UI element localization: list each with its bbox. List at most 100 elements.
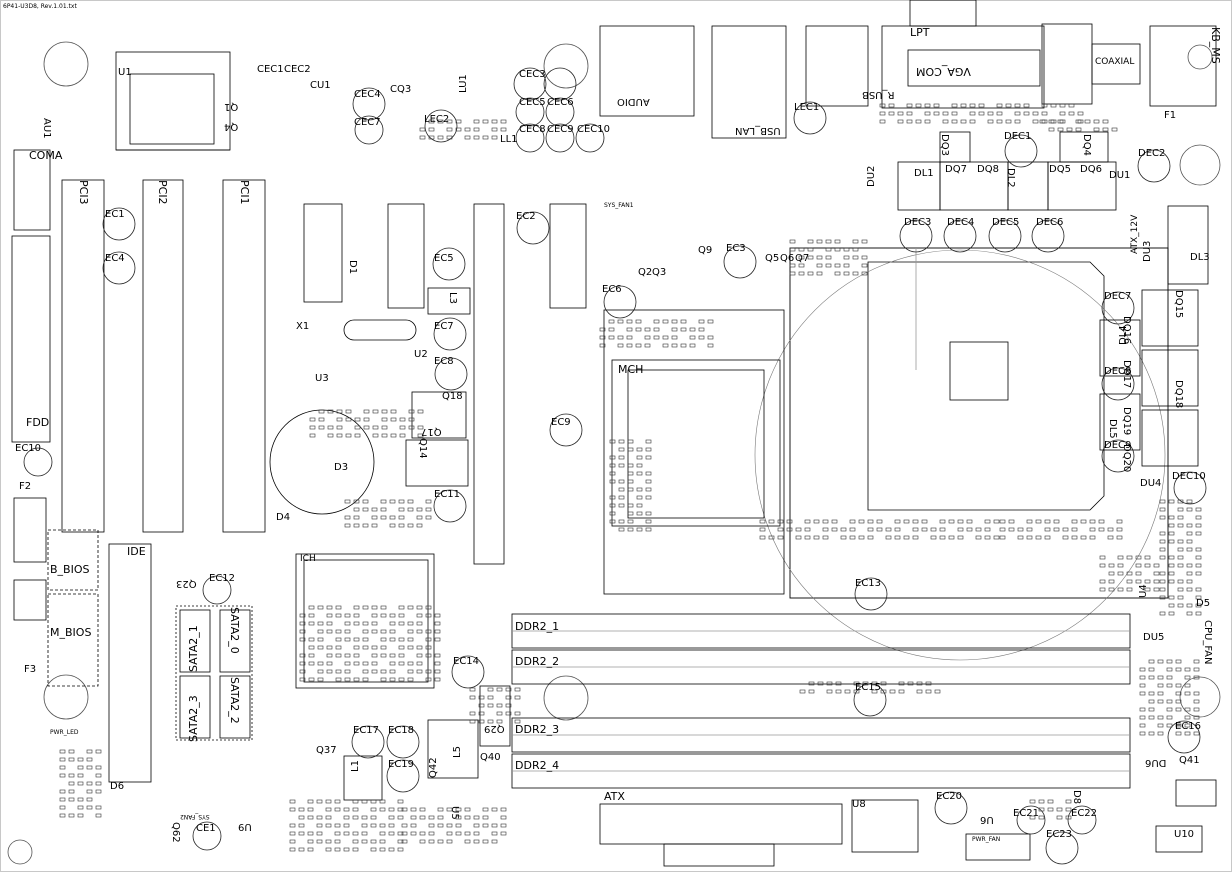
- designator-ec8: EC8: [434, 356, 454, 367]
- designator-dec2: DEC2: [1138, 148, 1166, 159]
- smd-pad: [334, 807, 341, 812]
- smd-pad: [1135, 563, 1142, 568]
- smd-pad: [372, 433, 379, 438]
- designator-u2: U2: [414, 349, 428, 360]
- smd-pad: [446, 119, 453, 124]
- smd-pad: [425, 677, 432, 682]
- smd-pad: [645, 471, 652, 476]
- smd-pad: [1177, 563, 1184, 568]
- smd-pad: [807, 239, 814, 244]
- smd-pad: [318, 417, 325, 422]
- smd-pad: [397, 839, 404, 844]
- designator-u4: U4: [1138, 584, 1149, 598]
- smd-pad: [425, 669, 432, 674]
- smd-pad: [1148, 675, 1155, 680]
- smd-pad: [807, 247, 814, 252]
- smd-pad: [1107, 535, 1114, 540]
- smd-pad: [1139, 707, 1146, 712]
- smd-pad: [326, 621, 333, 626]
- smd-pad: [689, 327, 696, 332]
- sys-fan2-label: SYS_FAN2: [180, 813, 210, 820]
- smd-pad: [1041, 111, 1048, 116]
- smd-pad: [500, 823, 507, 828]
- smd-pad: [446, 823, 453, 828]
- designator-ec16: EC16: [1175, 721, 1202, 732]
- u1-package: [115, 51, 231, 151]
- smd-pad: [335, 629, 342, 634]
- smd-pad: [352, 815, 359, 820]
- smd-pad: [389, 613, 396, 618]
- smd-pad: [77, 781, 84, 786]
- smd-pad: [867, 535, 874, 540]
- smd-pad: [925, 681, 932, 686]
- smd-pad: [689, 343, 696, 348]
- smd-pad: [826, 681, 833, 686]
- smd-pad: [326, 661, 333, 666]
- smd-pad: [407, 621, 414, 626]
- smd-pad: [916, 689, 923, 694]
- smd-pad: [334, 799, 341, 804]
- smd-pad: [380, 653, 387, 658]
- smd-pad: [344, 677, 351, 682]
- smd-pad: [1168, 563, 1175, 568]
- smd-pad: [372, 425, 379, 430]
- smd-pad: [307, 847, 314, 852]
- smd-pad: [834, 271, 841, 276]
- smd-pad: [627, 503, 634, 508]
- smd-pad: [975, 527, 982, 532]
- smd-pad: [425, 605, 432, 610]
- designator-ec6: EC6: [602, 284, 622, 295]
- smd-pad: [505, 711, 512, 716]
- smd-pad: [1153, 563, 1160, 568]
- smd-pad: [335, 645, 342, 650]
- smd-pad: [473, 127, 480, 132]
- smd-pad: [398, 677, 405, 682]
- smd-pad: [59, 789, 66, 794]
- smd-pad: [822, 535, 829, 540]
- smd-pad: [353, 499, 360, 504]
- designator-dl1: DL1: [914, 168, 934, 179]
- smd-pad: [343, 815, 350, 820]
- smd-pad: [1168, 555, 1175, 560]
- smd-pad: [1157, 699, 1164, 704]
- designator-cec4: CEC4: [354, 89, 381, 100]
- designator-f1: F1: [1164, 110, 1177, 121]
- lpt-label: LPT: [910, 26, 930, 39]
- smd-pad: [309, 417, 316, 422]
- smd-pad: [407, 645, 414, 650]
- smd-pad: [437, 815, 444, 820]
- smd-pad: [496, 711, 503, 716]
- designator-ec14: EC14: [453, 656, 480, 667]
- pcb-block-a: [303, 203, 343, 303]
- smd-pad: [408, 417, 415, 422]
- ddr2-1-label: DDR2_1: [515, 620, 560, 633]
- smd-pad: [898, 689, 905, 694]
- smd-pad: [795, 527, 802, 532]
- smd-pad: [379, 807, 386, 812]
- designator-dec7: DEC7: [1104, 291, 1132, 302]
- designator-u10: U10: [1174, 829, 1195, 840]
- smd-pad: [1026, 519, 1033, 524]
- smd-pad: [473, 815, 480, 820]
- smd-pad: [1093, 119, 1100, 124]
- smd-pad: [68, 749, 75, 754]
- designator-lec2: LEC2: [424, 114, 450, 125]
- smd-pad: [353, 515, 360, 520]
- smd-pad: [455, 831, 462, 836]
- designator-dq8: DQ8: [977, 164, 999, 175]
- smd-pad: [1041, 103, 1048, 108]
- smd-pad: [777, 519, 784, 524]
- smd-pad: [1056, 815, 1063, 820]
- smd-pad: [888, 103, 895, 108]
- smd-pad: [1099, 579, 1106, 584]
- smd-pad: [289, 823, 296, 828]
- smd-pad: [871, 681, 878, 686]
- smd-pad: [1186, 507, 1193, 512]
- smd-pad: [334, 823, 341, 828]
- smd-pad: [1159, 587, 1166, 592]
- smd-pad: [1186, 587, 1193, 592]
- smd-pad: [344, 523, 351, 528]
- designator-dec8: DEC8: [1104, 366, 1132, 377]
- smd-pad: [645, 519, 652, 524]
